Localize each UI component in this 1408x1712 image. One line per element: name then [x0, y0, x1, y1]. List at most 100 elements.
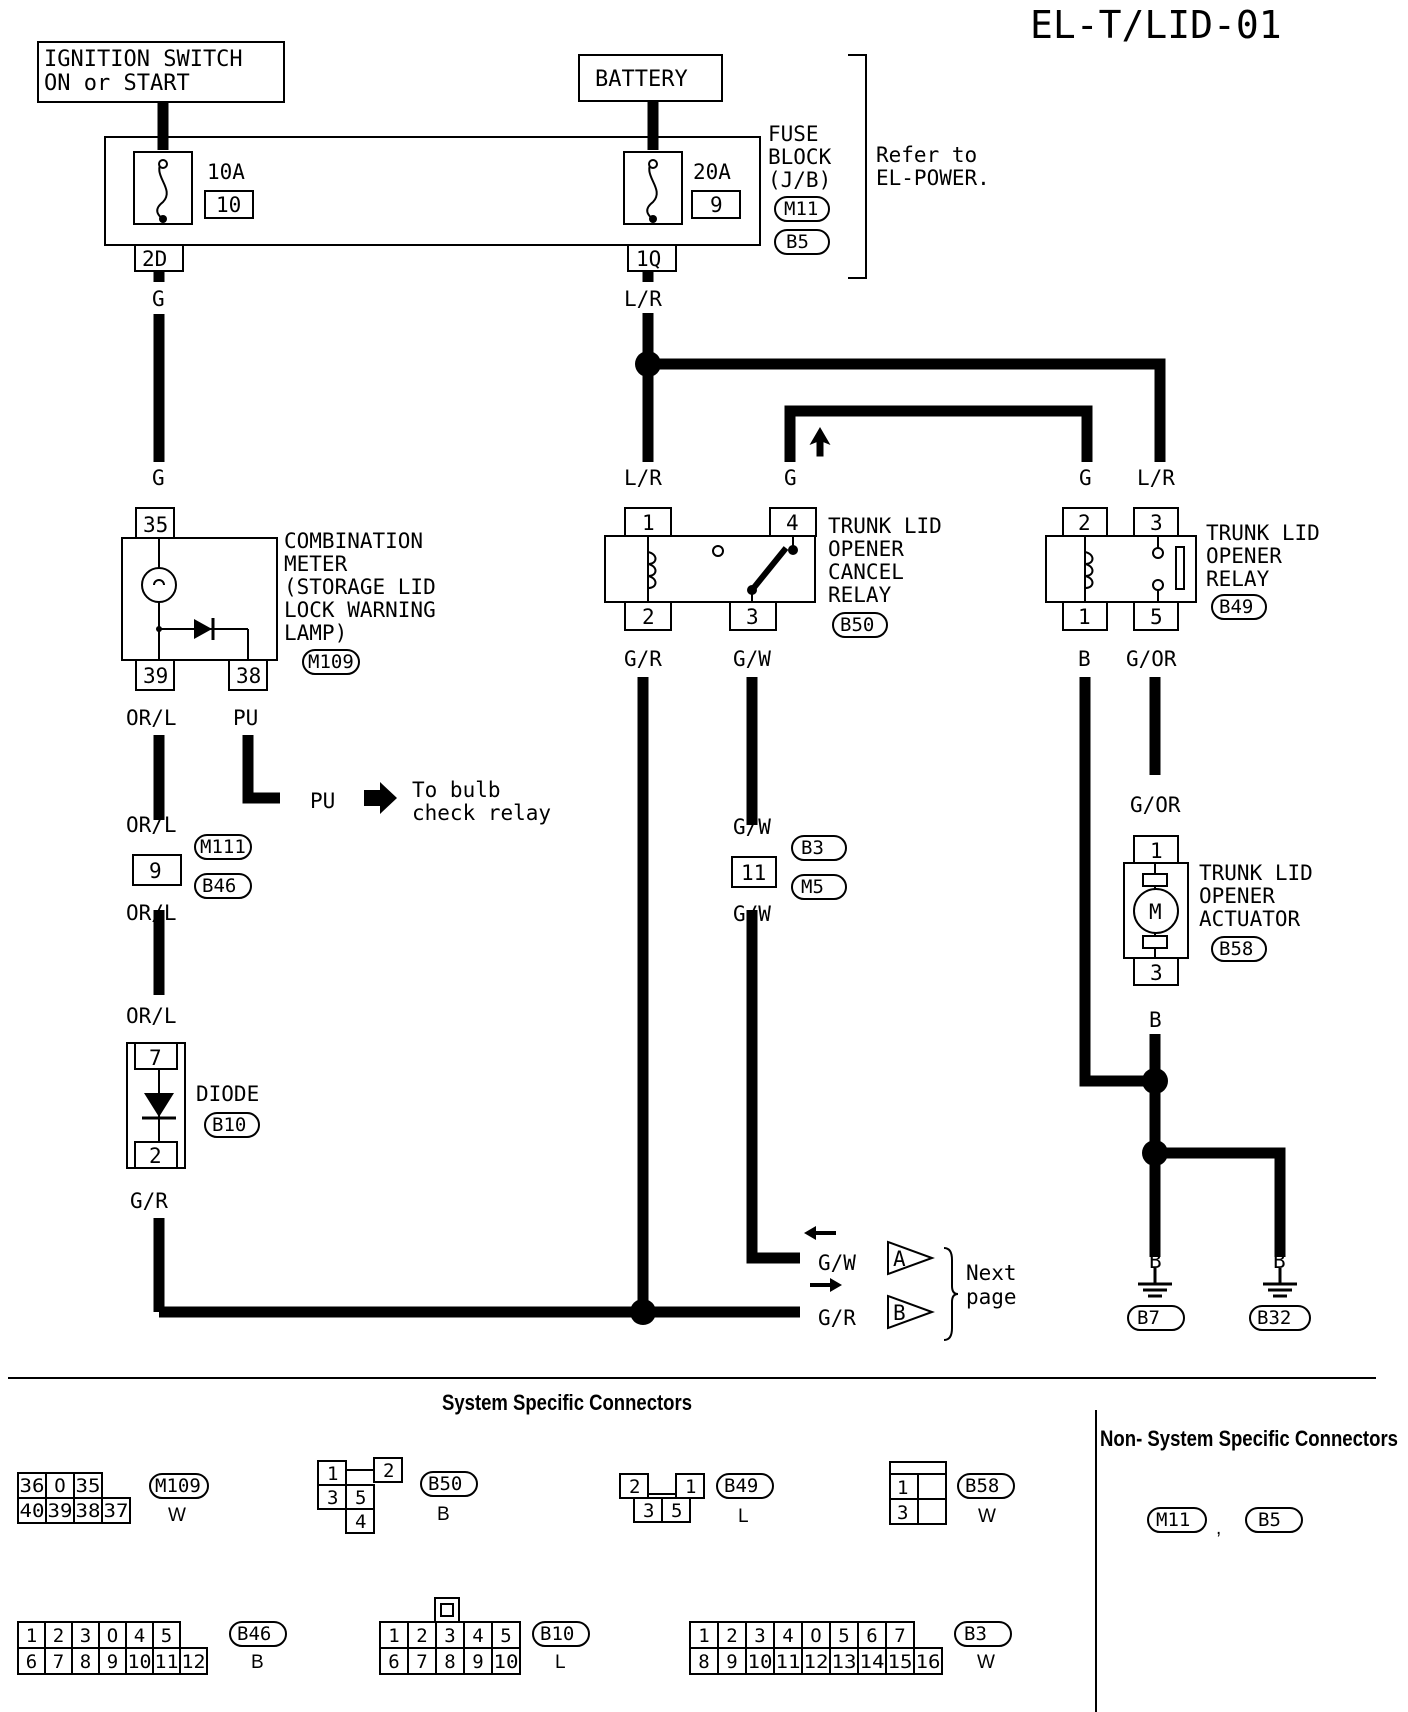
connector-id: M111 — [200, 836, 246, 858]
arrow-right-icon — [364, 782, 397, 814]
connector-id: B50 — [840, 614, 874, 636]
ground-icon — [1263, 1268, 1297, 1298]
pin-label: 2 — [1078, 511, 1091, 535]
pin-label: 5 — [671, 1500, 682, 1522]
ground-connector: B7 — [1137, 1307, 1160, 1329]
connector-color: B — [251, 1652, 264, 1673]
wire-label: L/R — [1137, 466, 1175, 490]
next-page-b-label: B — [893, 1301, 906, 1325]
pin-label: 37 — [104, 1500, 129, 1522]
non-system-connectors-title: Non- System Specific Connectors — [1100, 1426, 1398, 1451]
connector-b58: 1 3 — [889, 1461, 947, 1525]
connector-id: B58 — [965, 1475, 999, 1497]
relay-switch-icon — [749, 546, 789, 592]
fuse-20a — [623, 151, 683, 225]
opener-relay — [1045, 535, 1197, 603]
pin-label: 38 — [236, 664, 261, 688]
fuse-10a-rating: 10A — [207, 160, 245, 184]
pin-label: 40 — [20, 1500, 45, 1522]
pin-label: 9 — [149, 859, 162, 883]
connector-b49: 2 1 3 5 — [619, 1473, 705, 1523]
pin-label: 5 — [1150, 605, 1163, 629]
pin-label: 7 — [416, 1651, 427, 1673]
pin-label: 11 — [741, 861, 766, 885]
wire-label: L/R — [624, 466, 662, 490]
pin-label: 3 — [444, 1625, 455, 1647]
connector-id: B46 — [237, 1623, 271, 1645]
pin-label: 2 — [53, 1625, 64, 1647]
pin-label: 2 — [726, 1625, 737, 1647]
pin-label: 3 — [1150, 511, 1163, 535]
pin-label: 5 — [838, 1625, 849, 1647]
fuse-block-conn-1: M11 — [784, 198, 818, 220]
ground-connector: B32 — [1257, 1307, 1291, 1329]
connector-id: B58 — [1219, 938, 1253, 960]
wire-label: OR/L — [126, 1004, 177, 1028]
pin-label: 2 — [149, 1144, 162, 1168]
wire-label: B — [1149, 1249, 1162, 1273]
pin-label: 4 — [134, 1625, 145, 1647]
connector-b50: 1 2 3 5 4 — [317, 1457, 403, 1534]
pin-label: 7 — [149, 1046, 162, 1070]
pin-label: 15 — [888, 1651, 913, 1673]
pin-label: 5 — [161, 1625, 172, 1647]
wires — [153, 271, 1286, 1318]
wire-label: PU — [233, 706, 258, 730]
connector-id: M5 — [801, 876, 824, 898]
pin-label: 39 — [48, 1500, 73, 1522]
next-page-a[interactable] — [887, 1240, 935, 1276]
connector-id: B5 — [1258, 1509, 1281, 1531]
battery-label: BATTERY — [595, 67, 688, 92]
diode-label: DIODE — [196, 1082, 259, 1106]
wire-label: G/W — [733, 815, 771, 839]
pin-label: 8 — [444, 1651, 455, 1673]
pin-label: 4 — [782, 1625, 793, 1647]
pin-label: 3 — [643, 1500, 654, 1522]
pin-label: 5 — [355, 1487, 366, 1509]
motor-label: M — [1149, 900, 1162, 924]
pin-label: O — [54, 1475, 65, 1497]
arrow-left-icon — [804, 1226, 836, 1240]
pin-label: O — [810, 1625, 821, 1647]
pin-label: 13 — [832, 1651, 857, 1673]
pin-label: 11 — [155, 1651, 179, 1673]
battery-box — [578, 54, 723, 102]
connector-id: B3 — [964, 1623, 987, 1645]
relay-coil-icon — [647, 551, 657, 589]
arrow-right-icon — [810, 1278, 842, 1292]
connector-color: W — [977, 1652, 995, 1673]
pin-label: 4 — [786, 511, 799, 535]
connector-color: W — [978, 1506, 996, 1527]
pin-label: 35 — [76, 1475, 101, 1497]
wire-label: G/R — [624, 647, 662, 671]
pin-label: 1 — [698, 1625, 709, 1647]
pin-label: 3 — [327, 1487, 338, 1509]
wire-label: L/R — [624, 287, 662, 311]
wire-label: G/W — [733, 902, 771, 926]
refer-bracket — [848, 54, 867, 279]
pin-label: 35 — [143, 513, 168, 537]
wire-label: G — [1079, 466, 1092, 490]
pin-label: 11 — [776, 1651, 801, 1673]
fuse-20a-number: 9 — [710, 193, 723, 217]
next-page-b[interactable] — [887, 1294, 935, 1330]
next-page-brace — [943, 1247, 959, 1341]
diode-icon — [144, 1093, 174, 1117]
connector-color: L — [555, 1652, 566, 1673]
pin-label: 2 — [416, 1625, 427, 1647]
pin-label: 36 — [20, 1475, 45, 1497]
pin-label: 3 — [754, 1625, 765, 1647]
ground-icon — [1138, 1268, 1172, 1298]
wire-label: G/R — [818, 1306, 856, 1330]
wire-label: G/W — [733, 647, 771, 671]
pin-label: 4 — [355, 1511, 366, 1533]
separator: , — [1216, 1518, 1221, 1539]
arrow-up — [809, 427, 831, 457]
pin-label: 5 — [500, 1625, 511, 1647]
